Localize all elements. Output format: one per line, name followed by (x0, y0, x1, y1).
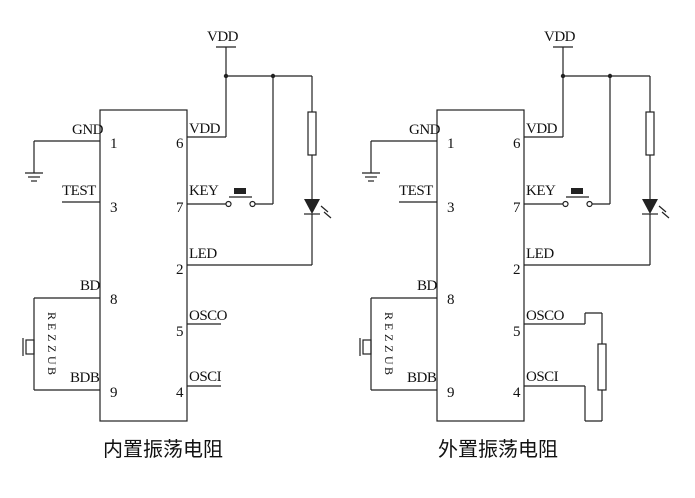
circuit-internal-resistor: VDD (22, 29, 332, 461)
buzzer-label: R E Z Z U B (382, 312, 396, 375)
led-emission-arrow (320, 205, 329, 213)
led-diode (642, 199, 658, 214)
pin-label-test: TEST (399, 183, 433, 199)
ic-body (436, 109, 525, 422)
pin-number: 1 (447, 136, 455, 152)
svg-text:Z: Z (382, 334, 396, 341)
pin-label-vdd: VDD (189, 121, 221, 137)
switch-button (571, 188, 583, 194)
pin-label-osco: OSCO (189, 308, 228, 324)
pin-number: 6 (176, 136, 184, 152)
pin-number: 7 (176, 200, 184, 216)
pin-label-bd: BD (80, 278, 101, 294)
pin-number: 8 (447, 292, 455, 308)
pin-number: 9 (110, 385, 118, 401)
pin-number: 2 (176, 262, 184, 278)
pin-number: 9 (447, 385, 455, 401)
pin-number: 4 (513, 385, 521, 401)
buzzer-symbol (362, 339, 372, 355)
pin-number: 5 (513, 324, 521, 340)
pin-number: 4 (176, 385, 184, 401)
svg-text:Z: Z (382, 345, 396, 352)
pin-label-bdb: BDB (70, 370, 100, 386)
pin-number: 1 (110, 136, 118, 152)
vdd-supply-label: VDD (207, 29, 239, 45)
buzzer-label: R E Z Z U B (45, 312, 59, 375)
svg-text:U: U (45, 356, 59, 365)
switch-button (234, 188, 246, 194)
pin-label-led: LED (189, 246, 217, 262)
pin-label-bd: BD (417, 278, 438, 294)
circuit-external-resistor: VDD (359, 29, 670, 461)
led-diode (304, 199, 320, 214)
pin-number: 3 (447, 200, 455, 216)
svg-text:Z: Z (45, 334, 59, 341)
pin-label-key: KEY (189, 183, 219, 199)
pin-label-bdb: BDB (407, 370, 437, 386)
buzzer-symbol (25, 339, 35, 355)
junction-dot (560, 73, 566, 79)
svg-text:B: B (382, 367, 396, 375)
pin-label-led: LED (526, 246, 554, 262)
svg-text:R: R (45, 312, 59, 320)
switch-contact (586, 200, 593, 208)
switch-contact (562, 200, 569, 208)
svg-text:U: U (382, 356, 396, 365)
circuit-caption: 内置振荡电阻 (103, 437, 223, 461)
pin-number: 6 (513, 136, 521, 152)
svg-text:Z: Z (45, 345, 59, 352)
led-resistor (307, 111, 317, 156)
junction-dot (223, 73, 229, 79)
pin-label-key: KEY (526, 183, 556, 199)
led-resistor (645, 111, 655, 156)
pin-label-osci: OSCI (189, 369, 222, 385)
pin-number: 3 (110, 200, 118, 216)
svg-text:E: E (382, 323, 396, 330)
pin-number: 8 (110, 292, 118, 308)
led-emission-arrow (661, 211, 670, 219)
svg-text:E: E (45, 323, 59, 330)
pin-label-test: TEST (62, 183, 96, 199)
pin-label-vdd: VDD (526, 121, 558, 137)
pin-label-gnd: GND (409, 122, 441, 138)
pin-number: 7 (513, 200, 521, 216)
pin-number: 5 (176, 324, 184, 340)
led-emission-arrow (323, 211, 332, 219)
ic-body (99, 109, 188, 422)
circuit-caption: 外置振荡电阻 (438, 437, 558, 461)
pin-label-osci: OSCI (526, 369, 559, 385)
switch-contact (225, 200, 232, 208)
switch-contact (249, 200, 256, 208)
led-emission-arrow (658, 205, 667, 213)
pin-label-gnd: GND (72, 122, 104, 138)
pin-number: 2 (513, 262, 521, 278)
vdd-supply-label: VDD (544, 29, 576, 45)
oscillator-resistor (597, 343, 607, 391)
pin-label-osco: OSCO (526, 308, 565, 324)
svg-text:B: B (45, 367, 59, 375)
svg-text:R: R (382, 312, 396, 320)
